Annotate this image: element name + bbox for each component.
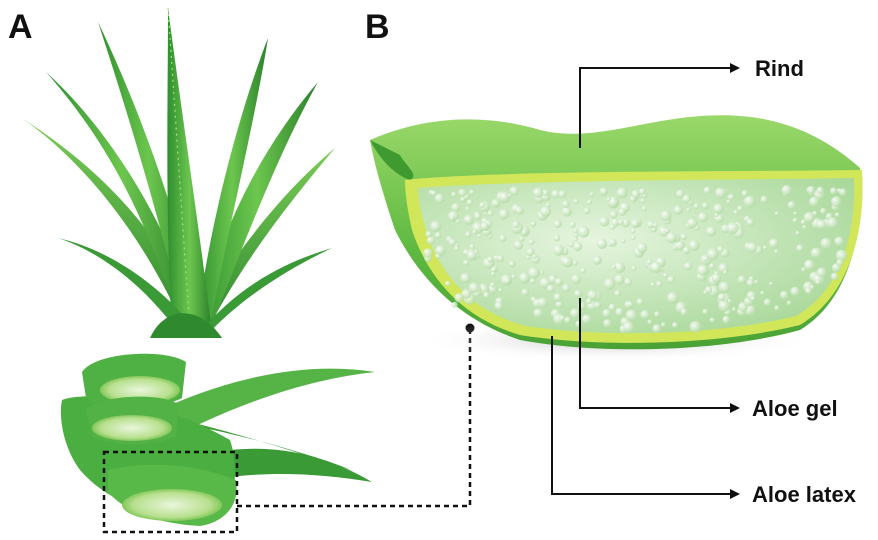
connector-line bbox=[237, 328, 470, 506]
panel-label-a: A bbox=[8, 8, 33, 47]
leaf-slice-middle bbox=[86, 397, 178, 445]
callout-aloe-gel: Aloe gel bbox=[752, 396, 838, 422]
cut-aloe-leaves-illustration bbox=[61, 354, 375, 526]
callout-aloe-latex: Aloe latex bbox=[752, 482, 856, 508]
aloe-plant-illustration bbox=[22, 8, 335, 338]
callout-rind: Rind bbox=[755, 56, 804, 82]
panel-label-b: B bbox=[365, 8, 390, 47]
leaf-cross-section-illustration bbox=[370, 115, 863, 362]
